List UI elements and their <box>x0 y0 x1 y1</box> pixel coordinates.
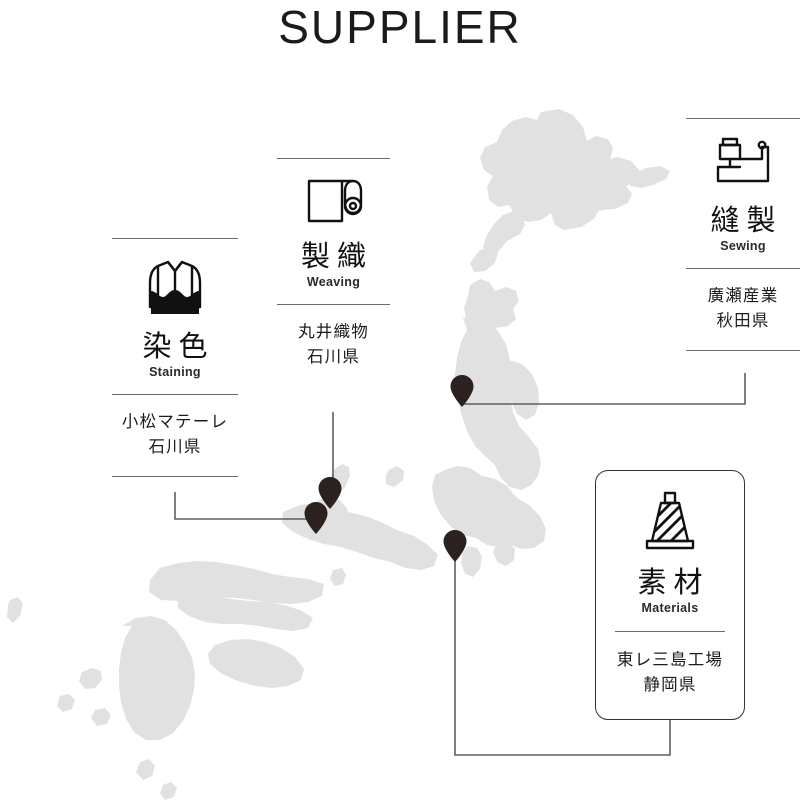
card-company: 東レ三島工場 <box>616 650 724 669</box>
card-title-jp: 素材 <box>637 567 710 599</box>
card-top-rule <box>112 238 238 239</box>
sewing-machine-icon <box>710 133 776 193</box>
shirt-dyed-icon <box>142 253 208 319</box>
card-title-en: Staining <box>149 365 201 380</box>
supplier-card-weaving[interactable]: 製織 Weaving 丸井織物 石川県 <box>277 158 390 371</box>
card-company: 丸井織物 <box>298 322 369 341</box>
card-bottom-rule <box>112 475 238 477</box>
page-title: SUPPLIER <box>278 1 522 53</box>
card-middle-rule <box>615 630 725 632</box>
card-title-en: Sewing <box>720 239 766 254</box>
card-prefecture: 石川県 <box>306 348 361 367</box>
card-title-en: Materials <box>641 601 699 616</box>
card-middle-rule <box>277 303 390 305</box>
thread-cone-icon <box>641 489 699 555</box>
card-title-jp: 染色 <box>142 331 215 363</box>
card-top-rule <box>277 158 390 159</box>
card-title-jp: 製織 <box>300 241 373 273</box>
card-company: 小松マテーレ <box>121 412 229 431</box>
card-bottom-rule <box>686 349 800 351</box>
supplier-card-staining[interactable]: 染色 Staining 小松マテーレ 石川県 <box>112 238 238 477</box>
supplier-card-materials[interactable]: 素材 Materials 東レ三島工場 静岡県 <box>595 470 745 720</box>
card-prefecture: 静岡県 <box>643 676 697 695</box>
card-middle-rule <box>112 393 238 395</box>
card-title-en: Weaving <box>306 275 361 290</box>
card-prefecture: 秋田県 <box>716 312 770 331</box>
fabric-roll-icon <box>303 173 365 229</box>
card-company: 廣瀬産業 <box>707 286 779 305</box>
supplier-card-sewing[interactable]: 縫製 Sewing 廣瀬産業 秋田県 <box>686 118 800 351</box>
card-prefecture: 石川県 <box>148 438 202 457</box>
card-title-jp: 縫製 <box>710 205 783 237</box>
card-middle-rule <box>686 267 800 269</box>
card-top-rule <box>686 118 800 119</box>
